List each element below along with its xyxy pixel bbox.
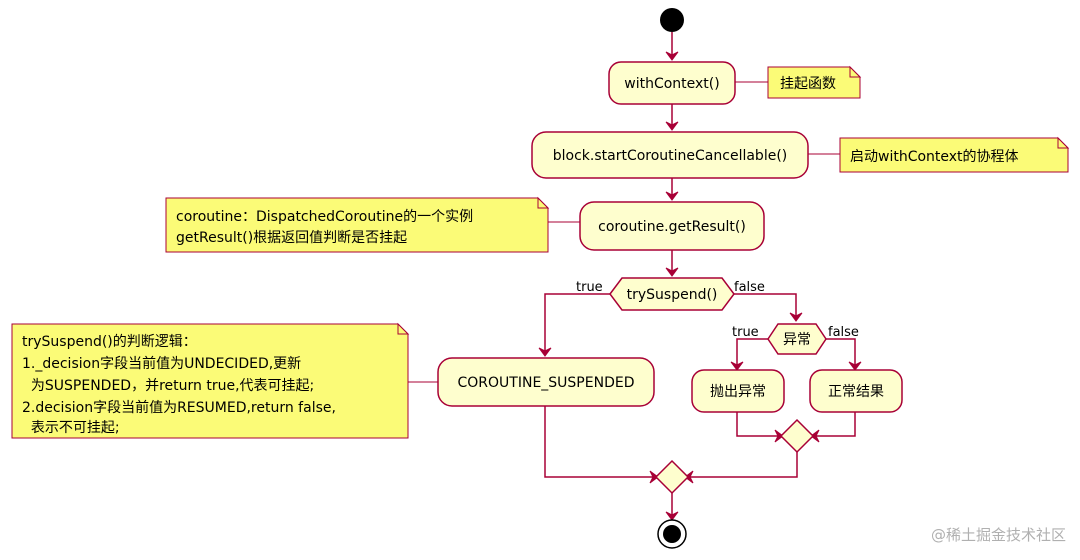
start-coroutine-note: 启动withContext的协程体: [839, 136, 1070, 173]
get-result-node: coroutine.getResult(): [579, 201, 765, 251]
final-merge-diamond: [654, 459, 690, 495]
start-coroutine-note-text: 启动withContext的协程体: [850, 149, 1019, 165]
try-suspend-false-label: false: [734, 280, 765, 295]
end-node: [657, 519, 687, 549]
throw-exception-label: 抛出异常: [710, 384, 766, 400]
start-coroutine-node: block.startCoroutineCancellable(): [531, 131, 809, 179]
try-suspend-note-line-3: 为SUSPENDED，并return true,代表可挂起;: [22, 378, 314, 394]
watermark: @稀土掘金技术社区: [931, 526, 1066, 544]
try-suspend-note-line-2: 1._decision字段当前值为UNDECIDED,更新: [22, 355, 301, 372]
with-context-label: withContext(): [624, 76, 719, 92]
start-node: [660, 8, 684, 32]
get-result-label: coroutine.getResult(): [598, 219, 746, 235]
normal-result-node: 正常结果: [809, 369, 903, 413]
normal-result-label: 正常结果: [828, 384, 884, 400]
try-suspend-note-line-5: 表示不可挂起;: [22, 420, 120, 436]
start-coroutine-label: block.startCoroutineCancellable(): [553, 148, 788, 164]
exception-false-label: false: [828, 325, 859, 340]
with-context-node: withContext(): [608, 61, 736, 105]
exception-decision: 异常: [767, 323, 827, 355]
exception-merge-diamond: [779, 418, 815, 454]
try-suspend-note-line-1: trySuspend()的判断逻辑：: [22, 334, 197, 350]
edges: [408, 32, 862, 521]
suspend-function-note: 挂起函数: [767, 65, 862, 99]
try-suspend-label: trySuspend(): [627, 287, 718, 303]
try-suspend-note-line-4: 2.decision字段当前值为RESUMED,return false,: [22, 399, 336, 416]
get-result-note-line-2: getResult()根据返回值判断是否挂起: [176, 230, 407, 246]
get-result-note: coroutine：DispatchedCoroutine的一个实例 getRe…: [165, 196, 550, 253]
try-suspend-decision: trySuspend(): [609, 277, 735, 311]
try-suspend-true-label: true: [576, 280, 603, 295]
try-suspend-note: trySuspend()的判断逻辑： 1._decision字段当前值为UNDE…: [11, 322, 410, 439]
coroutine-suspended-node: COROUTINE_SUSPENDED: [437, 357, 655, 407]
coroutine-suspended-label: COROUTINE_SUSPENDED: [458, 375, 635, 391]
exception-label: 异常: [783, 332, 811, 348]
throw-exception-node: 抛出异常: [691, 369, 785, 413]
exception-true-label: true: [732, 325, 759, 340]
suspend-function-note-text: 挂起函数: [780, 76, 836, 92]
get-result-note-line-1: coroutine：DispatchedCoroutine的一个实例: [176, 209, 473, 225]
